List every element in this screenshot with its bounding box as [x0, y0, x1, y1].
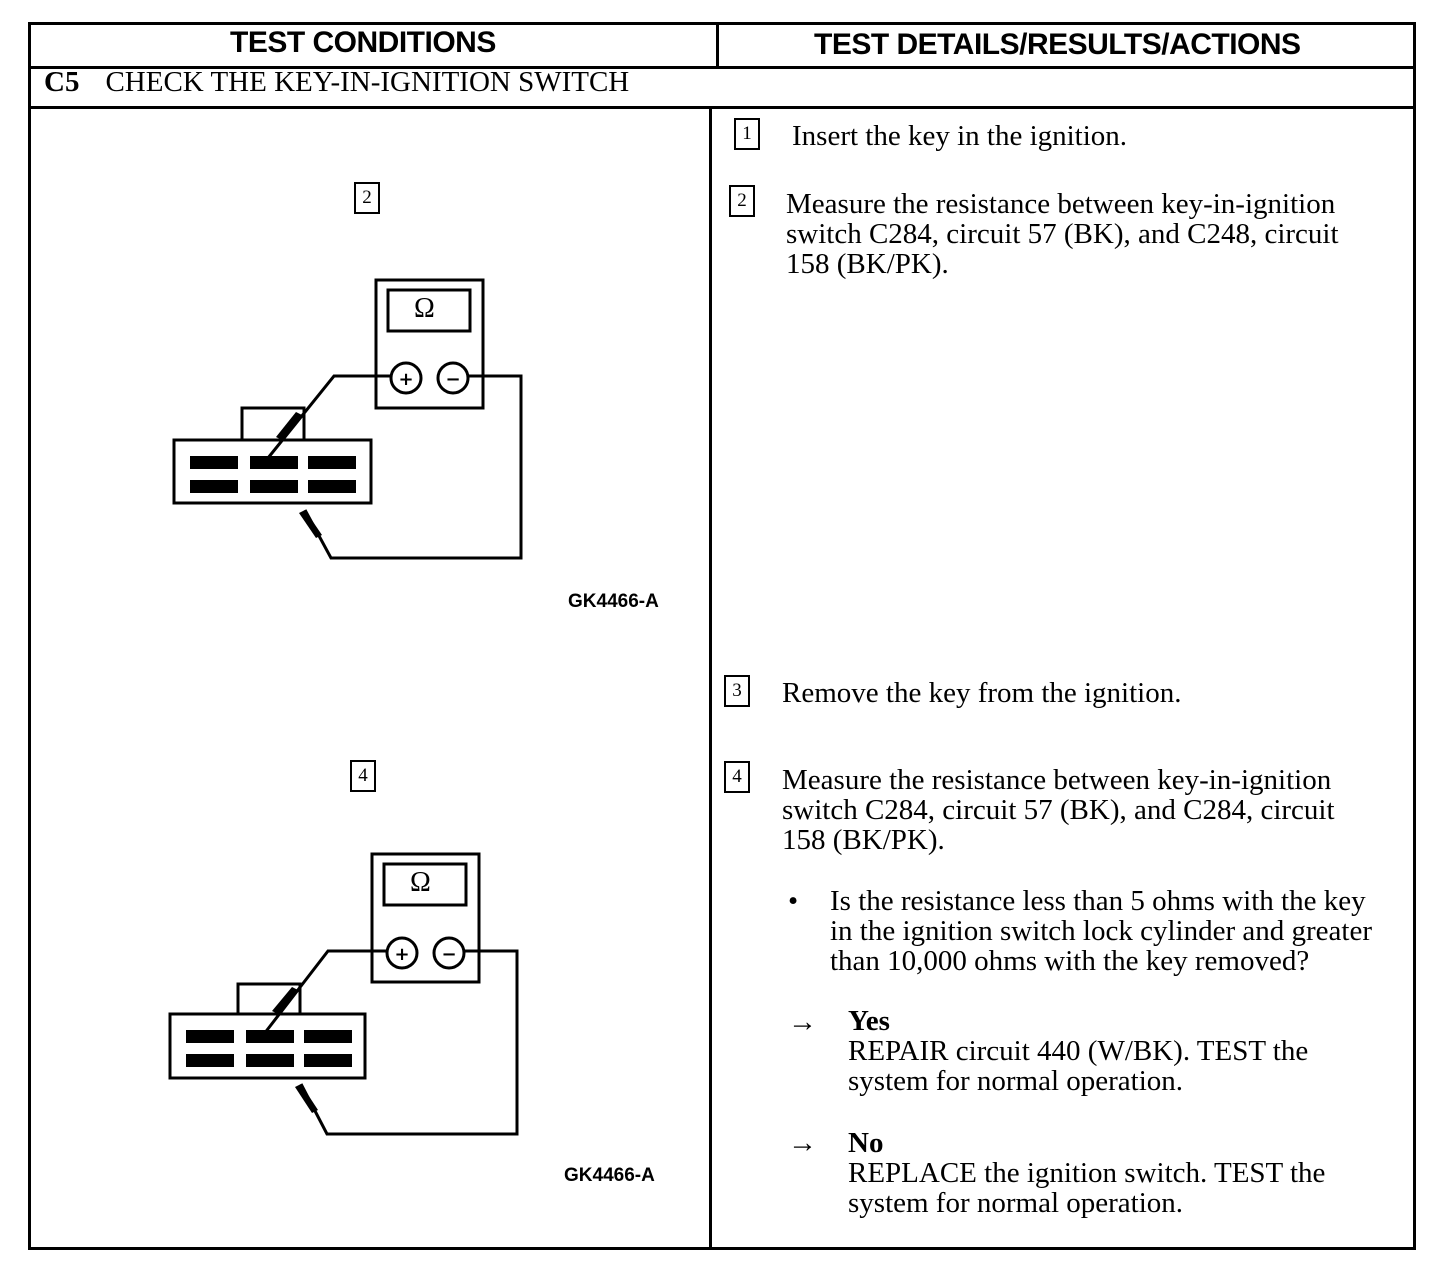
- figure-id-2: GK4466-A: [564, 1165, 655, 1186]
- connector-pins: [190, 456, 356, 493]
- step-4-line-3: 158 (BK/PK).: [782, 824, 945, 856]
- question-line-2: in the ignition switch lock cylinder and…: [830, 915, 1372, 947]
- meter-body: [370, 852, 481, 984]
- no-label: No: [848, 1127, 884, 1159]
- no-action-line-2: system for normal operation.: [848, 1187, 1184, 1219]
- step-4-box: 4: [724, 761, 750, 793]
- header-test-conditions: TEST CONDITIONS: [230, 26, 496, 59]
- question-bullet: •: [788, 885, 799, 917]
- step-2-text: Measure the resistance between key-in-ig…: [786, 189, 1339, 279]
- step-2-line-3: 158 (BK/PK).: [786, 248, 949, 280]
- connector-body: [168, 982, 367, 1080]
- step-2-box: 2: [729, 185, 755, 217]
- section-title-text: CHECK THE KEY-IN-IGNITION SWITCH: [105, 66, 630, 98]
- question-line-1: Is the resistance less than 5 ohms with …: [830, 885, 1366, 917]
- step-3-text: Remove the key from the ignition.: [782, 677, 1182, 709]
- yes-result: Yes REPAIR circuit 440 (W/BK). TEST the …: [848, 1006, 1308, 1096]
- header-test-details: TEST DETAILS/RESULTS/ACTIONS: [814, 28, 1301, 61]
- yes-action-line-1: REPAIR circuit 440 (W/BK). TEST the: [848, 1035, 1309, 1067]
- yes-arrow-icon: →: [788, 1006, 817, 1038]
- meter-symbol-1: Ω: [414, 293, 435, 324]
- meter-body: [374, 278, 485, 410]
- connector-body: [172, 406, 373, 505]
- step-4-line-1: Measure the resistance between key-in-ig…: [782, 764, 1332, 796]
- meter-minus-icon: −: [441, 944, 456, 965]
- question-text: Is the resistance less than 5 ohms with …: [830, 886, 1372, 976]
- question-line-3: than 10,000 ohms with the key removed?: [830, 945, 1310, 977]
- meter-plus-icon: +: [398, 369, 413, 390]
- step-2-line-2: switch C284, circuit 57 (BK), and C248, …: [786, 218, 1339, 250]
- meter-plus-icon: +: [394, 944, 409, 965]
- step-3-box: 3: [724, 675, 750, 707]
- step-2-line-1: Measure the resistance between key-in-ig…: [786, 188, 1336, 220]
- procedure-table: [28, 22, 1416, 1250]
- meter-symbol-2: Ω: [410, 867, 431, 898]
- header-divider: [28, 66, 1416, 69]
- section-title: C5 CHECK THE KEY-IN-IGNITION SWITCH: [44, 66, 629, 99]
- connector-pins: [186, 1030, 352, 1067]
- section-divider: [28, 106, 1416, 109]
- figure-id-1: GK4466-A: [568, 591, 659, 612]
- test-leads: [262, 949, 519, 1136]
- no-action-line-1: REPLACE the ignition switch. TEST the: [848, 1157, 1326, 1189]
- no-arrow-icon: →: [788, 1127, 817, 1159]
- no-result: No REPLACE the ignition switch. TEST the…: [848, 1128, 1325, 1218]
- figure-step-4-box: 4: [350, 760, 376, 792]
- step-4-line-2: switch C284, circuit 57 (BK), and C284, …: [782, 794, 1335, 826]
- step-4-text: Measure the resistance between key-in-ig…: [782, 765, 1335, 855]
- probe-tips: [276, 412, 322, 538]
- test-leads: [266, 374, 523, 560]
- figure-step-2-box: 2: [354, 182, 380, 214]
- meter-minus-icon: −: [445, 369, 460, 390]
- body-column-divider: [709, 106, 712, 1250]
- header-column-divider: [716, 22, 719, 68]
- yes-label: Yes: [848, 1005, 890, 1037]
- step-1-text: Insert the key in the ignition.: [792, 120, 1128, 152]
- step-1-box: 1: [734, 118, 760, 150]
- section-code: C5: [44, 66, 80, 98]
- probe-tips: [272, 987, 318, 1113]
- yes-action-line-2: system for normal operation.: [848, 1065, 1184, 1097]
